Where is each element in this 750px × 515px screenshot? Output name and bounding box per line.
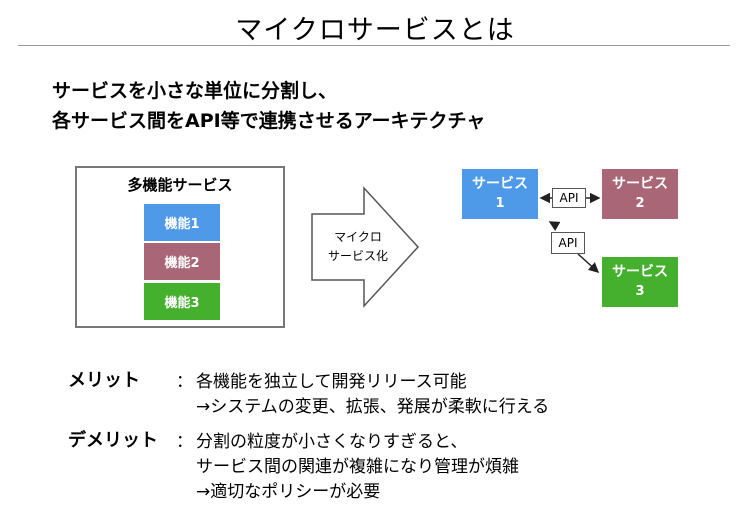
lead-line-1: サービスを小さな単位に分割し、 <box>52 80 338 102</box>
transform-arrow-icon <box>311 186 420 308</box>
service-3-name: サービス <box>612 264 668 280</box>
slide-title: マイクロサービスとは <box>235 15 515 46</box>
demerit-heading: デメリット <box>68 430 158 451</box>
service-1-number: 1 <box>495 196 505 211</box>
feature-3-block: 機能3 <box>144 283 220 320</box>
service-1-block: サービス 1 <box>462 169 538 219</box>
transform-label-line-2: サービス化 <box>327 249 388 263</box>
demerit-line-3: →適切なポリシーが必要 <box>196 482 381 502</box>
service-2-block: サービス 2 <box>602 169 678 219</box>
transform-label-line-1: マイクロ <box>334 230 382 244</box>
demerit-line-2: サービス間の関連が複雑になり管理が煩雑 <box>196 457 519 477</box>
title-divider <box>18 45 730 46</box>
merit-heading: メリット <box>68 370 140 391</box>
merit-colon: ： <box>176 372 193 392</box>
feature-2-block: 機能2 <box>144 243 220 280</box>
api-label-2: API <box>551 232 585 254</box>
demerit-colon: ： <box>176 432 193 452</box>
service-1-name: サービス <box>472 176 528 192</box>
service-2-number: 2 <box>635 196 645 211</box>
service-3-number: 3 <box>635 284 645 299</box>
transform-arrow-label: マイクロ サービス化 <box>312 228 404 266</box>
merit-line-1: 各機能を独立して開発リリース可能 <box>196 372 467 392</box>
monolith-label: 多機能サービス <box>127 176 233 194</box>
feature-1-block: 機能1 <box>144 204 220 241</box>
service-2-name: サービス <box>612 176 668 192</box>
service-3-block: サービス 3 <box>602 257 678 307</box>
lead-line-2: 各サービス間をAPI等で連携させるアーキテクチャ <box>52 110 486 132</box>
api-label-1: API <box>552 188 586 208</box>
demerit-line-1: 分割の粒度が小さくなりすぎると、 <box>196 432 468 452</box>
api-2-arrow-down-icon <box>577 253 600 274</box>
api-2-arrow-up-icon <box>548 221 561 232</box>
api-connectors <box>539 192 601 274</box>
merit-line-2: →システムの変更、拡張、発展が柔軟に行える <box>196 397 550 417</box>
